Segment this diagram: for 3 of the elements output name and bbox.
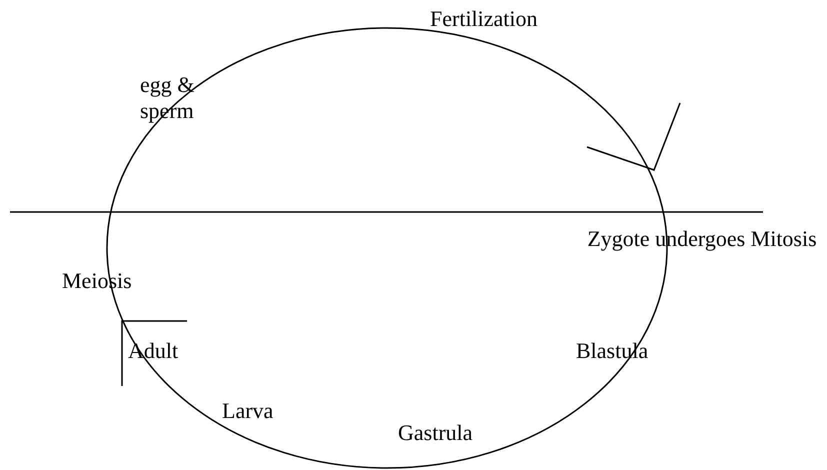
stage-label: Gastrula [398,420,473,446]
stage-label: Fertilization [430,6,538,32]
stage-label: Larva [222,398,274,424]
